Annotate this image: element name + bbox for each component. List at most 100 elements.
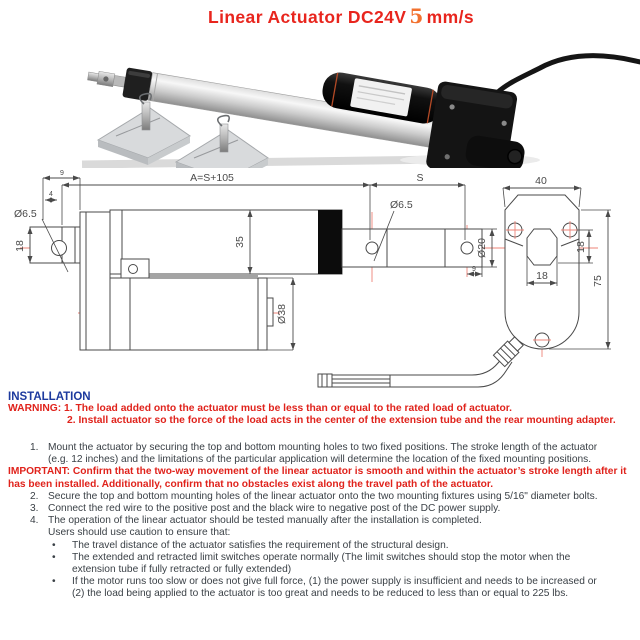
motor-label <box>350 78 412 117</box>
front-clevis-hole <box>103 76 109 82</box>
housing-top-face <box>441 85 513 109</box>
step-number: 3. <box>30 503 39 515</box>
ear-edge <box>560 238 580 247</box>
dim-label-adapter-75: 75 <box>592 275 604 287</box>
dim-label-total: A=S+105 <box>190 172 234 184</box>
dim-label-adapter-40: 40 <box>535 175 547 187</box>
dim-label-rod-9: 9 <box>472 266 476 273</box>
step-text: Secure the top and bottom mounting holes… <box>48 490 598 502</box>
warning-line-1: WARNING: 1. The load added onto the actu… <box>8 403 513 414</box>
strain-relief-tip <box>508 336 524 352</box>
installation-section: INSTALLATION WARNING: 1. The load added … <box>0 391 640 601</box>
rear-plate <box>79 211 111 351</box>
dim-label-stroke: S <box>416 172 423 184</box>
dim-label-motor-38: Ø38 <box>276 304 288 324</box>
motor-stripe <box>426 89 434 124</box>
bracket-side <box>98 140 148 165</box>
mounting-bracket <box>96 92 191 165</box>
step-text: Connect the red wire to the positive pos… <box>48 503 501 515</box>
technical-drawing: A=S+105 S 9 4 18 Ø6.5 Ø6.5 35 Ø20 9 <box>14 170 611 388</box>
mounting-bracket <box>174 114 269 168</box>
bracket-pin <box>141 101 151 131</box>
rod-thread <box>112 75 126 88</box>
dim-label-rear-hole: Ø6.5 <box>14 208 37 220</box>
bracket-pin <box>219 123 229 153</box>
cotter-clip <box>138 92 152 105</box>
rod-hole <box>460 241 474 255</box>
dim-label-rod-20: Ø20 <box>476 238 488 258</box>
label-line <box>357 91 405 101</box>
cable-outline <box>390 361 513 388</box>
caution-bullet-2: • The extended and retracted limit switc… <box>0 552 640 576</box>
warning-line-2: 2. Install actuator so the force of the … <box>67 415 616 426</box>
motor-tab <box>266 297 274 327</box>
rib <box>496 351 509 364</box>
motor-stripe <box>331 72 339 107</box>
caution-intro: Users should use caution to ensure that: <box>48 527 231 539</box>
dim-label-offset-9: 9 <box>60 170 64 177</box>
dim-label-offset-4: 4 <box>49 191 53 198</box>
tube-seam <box>152 73 159 102</box>
bullet-marker: • <box>52 551 56 563</box>
bullet-text: If the motor runs too slow or does not g… <box>72 576 597 600</box>
step-2: 2. Secure the top and bottom mounting ho… <box>0 491 640 503</box>
label-line <box>356 97 396 105</box>
collar-highlight <box>128 70 151 78</box>
knob-hole <box>507 148 523 165</box>
step-text: Mount the actuator by securing the top a… <box>48 442 598 466</box>
rib <box>500 347 513 360</box>
dim-label-front-hole: Ø6.5 <box>390 199 413 211</box>
step-1: 1. Mount the actuator by securing the to… <box>0 442 640 466</box>
product-photo <box>81 53 640 168</box>
rear-adapter-knob <box>465 135 525 168</box>
step-number: 2. <box>30 490 39 502</box>
ext-line <box>502 187 506 208</box>
caution-bullet-3: • If the motor runs too slow or does not… <box>0 576 640 600</box>
installation-heading: INSTALLATION <box>8 391 91 403</box>
dim-label-adapter-18h: 18 <box>536 270 548 282</box>
step-number: 4. <box>30 515 39 527</box>
screw <box>501 120 507 126</box>
rib <box>503 344 516 357</box>
tube-end-stop <box>318 210 342 274</box>
cotter-clip <box>216 114 230 127</box>
bracket-slot <box>115 117 161 137</box>
motor-cylinder <box>322 72 442 124</box>
bullet-marker: • <box>52 539 56 551</box>
step-4: 4. The operation of the linear actuator … <box>0 515 640 527</box>
label-line <box>358 85 406 95</box>
ear-edge <box>504 238 524 247</box>
extension-rod <box>341 228 483 268</box>
bracket-slot <box>193 139 239 159</box>
strain-relief <box>492 336 524 368</box>
important-note: IMPORTANT: Confirm that the two-way move… <box>8 466 627 490</box>
dim-label-rear-height: 18 <box>14 240 26 252</box>
rear-mounting-hole <box>51 240 67 256</box>
leader-line <box>41 218 69 273</box>
adapter-end-view <box>504 194 580 350</box>
screw <box>449 104 455 110</box>
step-text: The operation of the linear actuator sho… <box>48 515 482 527</box>
bracket-front <box>148 136 190 165</box>
step-number: 1. <box>30 442 39 453</box>
dim-label-tube-35: 35 <box>234 236 246 248</box>
wire-tips <box>317 373 333 388</box>
power-cable <box>495 53 640 95</box>
bullet-text: The extended and retracted limit switche… <box>72 551 571 576</box>
step-3: 3. Connect the red wire to the positive … <box>0 503 640 515</box>
title-unit: mm/s <box>426 7 474 27</box>
leader-line <box>373 210 395 262</box>
motor-profile <box>109 277 268 351</box>
dim-label-adapter-18v: 18 <box>575 241 587 253</box>
rod-hole <box>365 241 379 255</box>
caution-bullet-1: • The travel distance of the actuator sa… <box>0 540 640 552</box>
lug-hole <box>128 264 138 274</box>
title-text: Linear Actuator DC24V <box>207 7 407 27</box>
installation-steps: 1. Mount the actuator by securing the to… <box>0 442 640 601</box>
cable-outline <box>390 355 505 376</box>
bullet-marker: • <box>52 576 56 588</box>
ext-line <box>578 187 582 208</box>
screw <box>444 154 450 160</box>
